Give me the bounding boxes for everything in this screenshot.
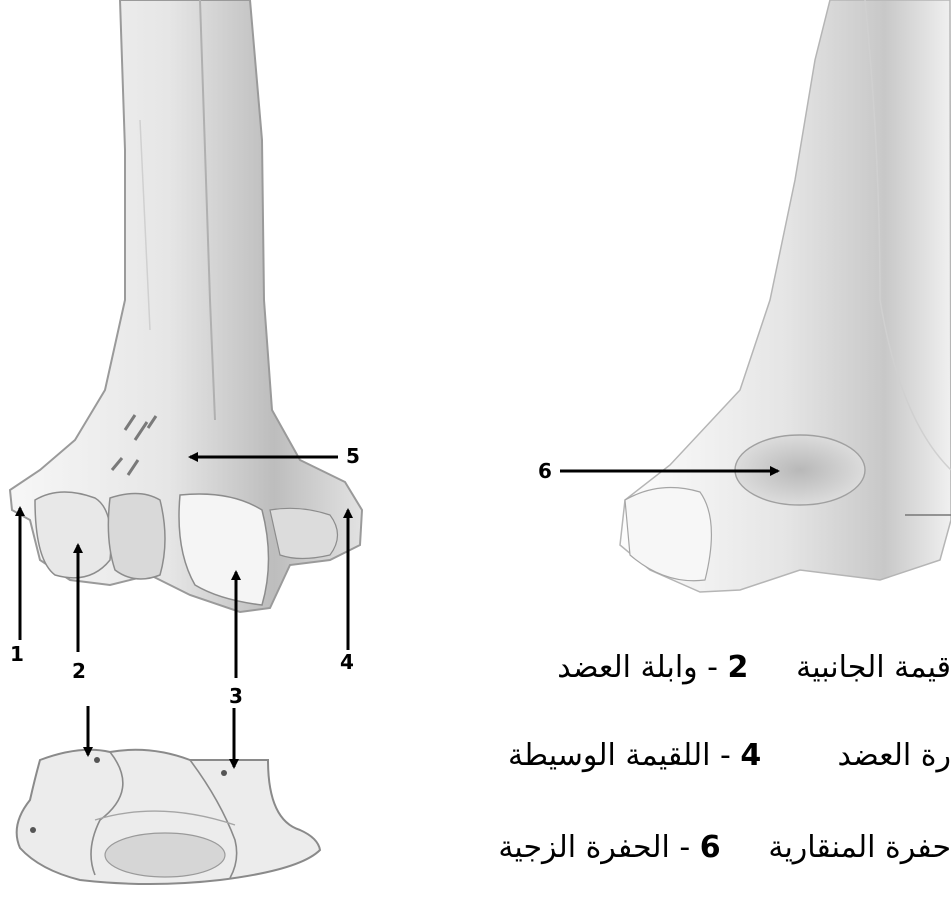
label-1: 1	[10, 644, 24, 664]
label-6: 6	[538, 461, 552, 481]
legend-row1-number: 2	[728, 650, 749, 685]
legend-row2-partial: رة العضد	[838, 738, 951, 773]
label-2: 2	[72, 661, 86, 681]
inferior-view-humerus	[17, 750, 320, 884]
legend-row3-partial: حفرة المنقارية	[768, 830, 951, 865]
anterior-humerus	[10, 0, 362, 612]
legend-row3-number: 6	[700, 830, 721, 865]
legend-row2-name: - اللقيمة الوسيطة	[508, 738, 731, 773]
legend-row1-partial: قيمة الجانبية	[796, 650, 951, 685]
posterior-humerus	[620, 0, 951, 592]
label-4: 4	[340, 652, 354, 672]
legend-row-2: رة العضد 4 - اللقيمة الوسيطة	[508, 738, 951, 773]
legend-row1-name: - وابلة العضد	[557, 650, 718, 685]
label-3: 3	[229, 686, 243, 706]
legend-row-3: حفرة المنقارية 6 - الحفرة الزجية	[498, 830, 951, 865]
legend-row-1: قيمة الجانبية 2 - وابلة العضد	[557, 650, 951, 685]
legend-row2-number: 4	[740, 738, 761, 773]
legend-row3-name: - الحفرة الزجية	[498, 830, 690, 865]
label-5: 5	[346, 446, 360, 466]
